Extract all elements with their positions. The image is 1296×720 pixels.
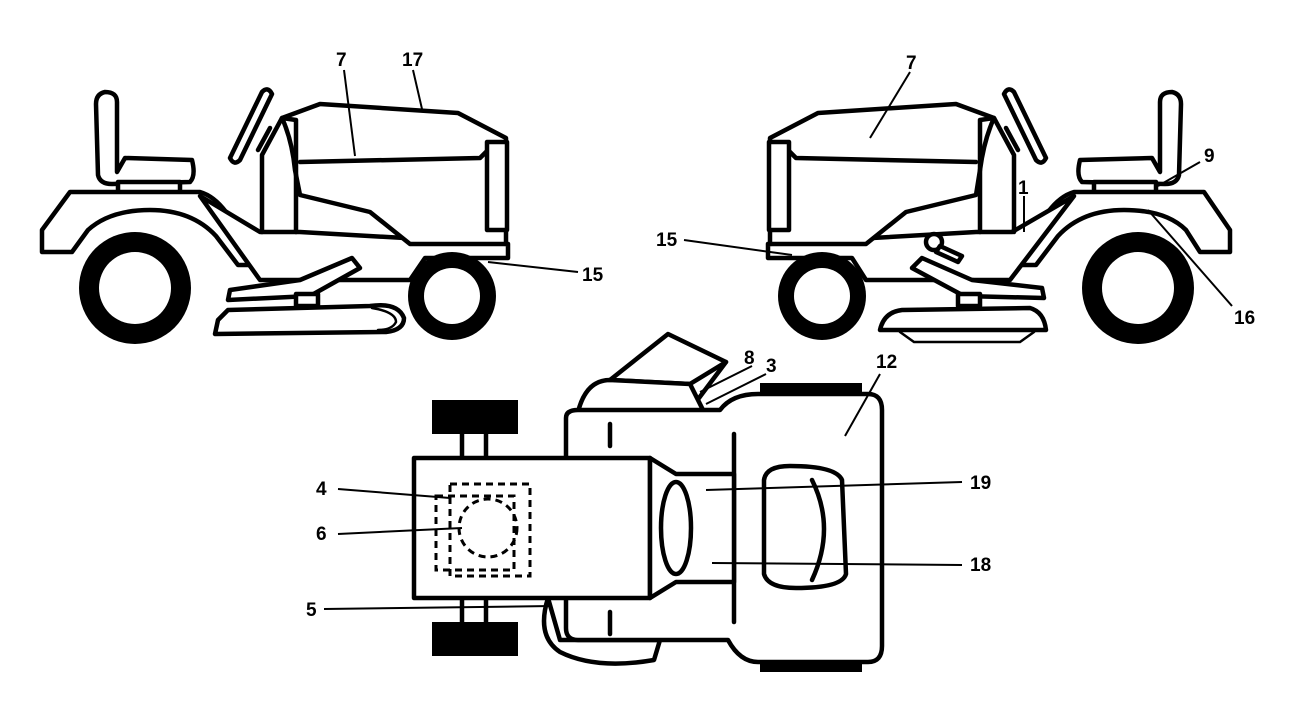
leader-top-6 [337,527,463,535]
right-grille [766,139,792,233]
left-rear-wheel [79,232,191,344]
right-front-wheel [778,252,866,340]
leader-right-9 [1157,161,1201,187]
right-rear-fender [1009,189,1233,268]
leader-right-7 [869,71,911,139]
leader-top-3 [705,373,767,405]
callout-top-12: 12 [876,352,897,373]
left-dash-panel [259,115,299,235]
right-hood [767,101,997,247]
left-front-wheel [408,252,496,340]
right-mower-deck [877,305,1049,333]
right-dash-panel [977,115,1017,235]
right-steering-column [1003,125,1021,153]
leader-top-12 [844,373,881,437]
top-seat-outline-front [448,482,532,578]
callout-top-4: 4 [316,479,327,500]
top-deck-edge [541,595,663,666]
top-rear-tire-upper [432,400,518,434]
top-steering-grip [809,477,827,583]
callout-right-7: 7 [906,53,917,74]
callout-top-19: 19 [970,473,991,494]
callout-left-7: 7 [336,50,347,71]
right-rear-wheel [1082,232,1194,344]
top-view [411,331,885,672]
right-deck-skirt [898,330,1036,344]
left-side-view [39,87,511,344]
callout-right-16: 16 [1234,308,1255,329]
top-steering-wheel [761,463,849,591]
callout-top-18: 18 [970,555,991,576]
leader-top-5 [323,605,553,610]
leader-left-17 [412,69,423,110]
callout-top-8: 8 [744,348,755,369]
callout-right-1: 1 [1018,178,1029,199]
callout-right-9: 9 [1204,146,1215,167]
left-mower-deck [212,303,407,337]
callout-left-17: 17 [402,50,423,71]
left-steering-wheel [227,87,275,165]
leader-top-19 [705,481,963,491]
leader-left-15 [487,261,579,273]
leader-right-15 [683,239,793,256]
top-rear-tire-lower [432,622,518,656]
callout-top-6: 6 [316,524,327,545]
callout-left-15: 15 [582,265,604,286]
left-deck-hanger [293,291,321,309]
leader-left-7 [343,69,356,157]
left-deck-chute [370,306,398,332]
leader-top-18 [711,562,963,566]
top-seat-outline-rear [434,494,516,572]
left-grille [484,139,510,233]
right-lift-lever [923,231,965,265]
callout-top-3: 3 [766,356,777,377]
right-steering-wheel [1001,87,1049,165]
top-deck-shroud [575,377,707,415]
leader-right-16 [1147,209,1233,307]
left-steering-column [255,125,273,153]
leader-top-8 [699,365,753,393]
top-steering-hub [658,479,694,577]
right-side-view [765,87,1233,344]
left-seat [93,89,196,187]
left-hood [279,101,509,247]
callout-top-5: 5 [306,600,317,621]
right-deck-hanger [955,291,983,309]
right-seat [1076,89,1184,187]
leader-lines [323,69,1233,610]
callouts: 7 17 15 7 1 9 15 16 8 3 12 4 6 19 18 5 [306,50,1255,621]
callout-right-15: 15 [656,230,678,251]
leader-top-4 [337,488,451,499]
left-rear-fender [39,189,263,268]
